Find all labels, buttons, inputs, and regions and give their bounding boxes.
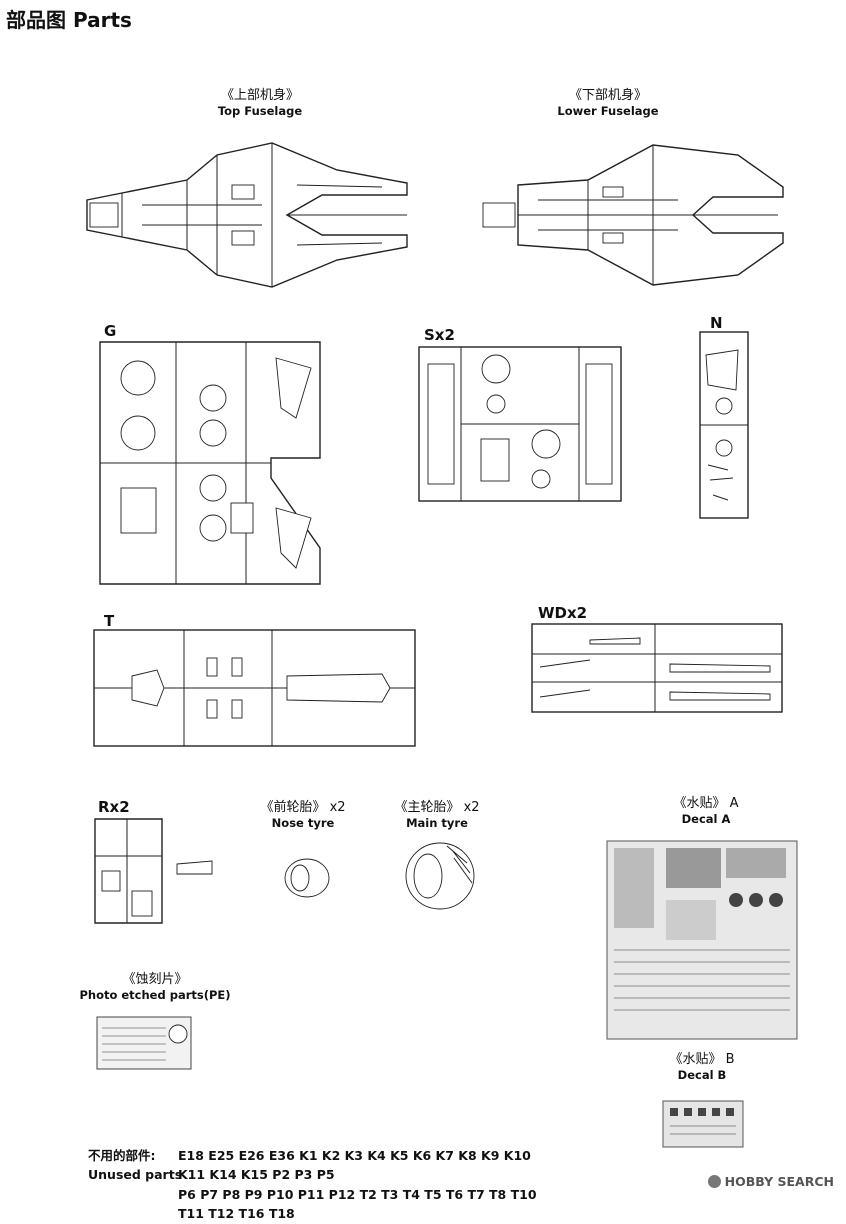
- lower-fuselage-caption: 《下部机身》 Lower Fuselage: [518, 88, 698, 119]
- main-tyre-caption: 《主轮胎》 x2 Main tyre: [372, 800, 502, 831]
- main-tyre-qty: x2: [463, 800, 480, 815]
- lower-fuselage-drawing: [482, 144, 784, 286]
- sprue-n-frame: [699, 331, 749, 519]
- decal-b-caption: 《水贴》 B Decal B: [642, 1052, 762, 1083]
- sprue-g-frame: [99, 341, 321, 585]
- unused-parts-list: E18 E25 E26 E36 K1 K2 K3 K4 K5 K6 K7 K8 …: [178, 1146, 538, 1224]
- top-fuselage-en: Top Fuselage: [217, 104, 303, 119]
- decal-a-en: Decal A: [681, 812, 731, 827]
- unused-parts-line-2: P6 P7 P8 P9 P10 P11 P12 T2 T3 T4 T5 T6 T…: [178, 1186, 537, 1222]
- nose-tyre-caption: 《前轮胎》 x2 Nose tyre: [238, 800, 368, 831]
- pe-sheet: [96, 1016, 192, 1070]
- decal-a-letter: A: [729, 796, 739, 811]
- hobby-search-logo-icon: [707, 1175, 721, 1188]
- pe-caption: 《蚀刻片》 Photo etched parts(PE): [60, 972, 250, 1003]
- nose-tyre-cn: 《前轮胎》: [260, 800, 326, 815]
- nose-tyre-en: Nose tyre: [271, 816, 335, 831]
- sprue-r-frame: [94, 818, 213, 924]
- unused-parts-label-cn: 不用的部件:: [88, 1148, 156, 1163]
- pe-cn: 《蚀刻片》: [122, 972, 188, 987]
- main-tyre-en: Main tyre: [406, 816, 468, 831]
- sprue-s-frame: [418, 346, 622, 502]
- main-tyre-drawing: [405, 842, 475, 910]
- top-fuselage-drawing: [86, 142, 408, 288]
- decal-a-caption: 《水贴》 A Decal A: [636, 796, 776, 827]
- pe-en: Photo etched parts(PE): [79, 988, 231, 1003]
- sprue-wd-frame: [531, 623, 783, 713]
- unused-parts-line-1: E18 E25 E26 E36 K1 K2 K3 K4 K5 K6 K7 K8 …: [178, 1148, 531, 1183]
- decal-a-sheet: [606, 840, 798, 1040]
- nose-tyre-drawing: [284, 858, 330, 898]
- lower-fuselage-cn: 《下部机身》: [568, 88, 647, 103]
- lower-fuselage-en: Lower Fuselage: [557, 104, 659, 119]
- sprue-r-label: Rx2: [98, 798, 130, 816]
- sprue-n-label: N: [710, 314, 723, 332]
- nose-tyre-qty: x2: [329, 800, 346, 815]
- watermark-text: HOBBY SEARCH: [724, 1174, 834, 1189]
- top-fuselage-cn: 《上部机身》: [220, 88, 299, 103]
- sprue-t-label: T: [104, 612, 115, 630]
- watermark: HOBBY SEARCH: [707, 1174, 834, 1189]
- decal-b-sheet: [662, 1100, 744, 1148]
- main-tyre-cn: 《主轮胎》: [394, 800, 460, 815]
- decal-a-cn: 《水贴》: [673, 796, 726, 811]
- unused-parts-label-en: Unused parts: [88, 1167, 183, 1183]
- sprue-t-frame: [93, 629, 416, 747]
- page-title: 部品图 Parts: [6, 8, 132, 32]
- unused-parts-label: 不用的部件: Unused parts: [88, 1146, 182, 1185]
- sprue-wd-label: WDx2: [538, 604, 588, 622]
- decal-b-en: Decal B: [677, 1068, 727, 1083]
- sprue-s-label: Sx2: [424, 326, 455, 344]
- decal-b-cn: 《水贴》: [669, 1052, 722, 1067]
- top-fuselage-caption: 《上部机身》 Top Fuselage: [170, 88, 350, 119]
- sprue-g-label: G: [104, 322, 117, 340]
- decal-b-letter: B: [725, 1052, 735, 1067]
